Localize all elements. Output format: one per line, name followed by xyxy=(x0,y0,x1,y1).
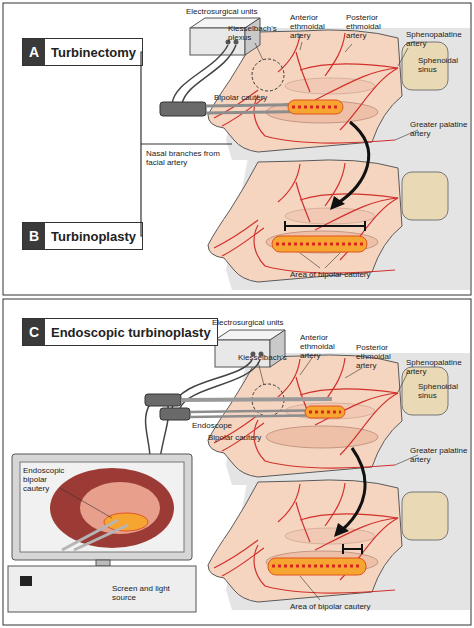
dimension-tick xyxy=(364,221,366,231)
part-label: Anterior ethmoidal artery xyxy=(290,13,336,40)
part-label: Endoscope xyxy=(192,421,252,430)
leader-line xyxy=(300,253,320,268)
monitor-screen xyxy=(20,462,184,552)
leader-line xyxy=(398,48,408,66)
part-label: Area of bipolar cautery xyxy=(290,602,400,611)
curved-arrow xyxy=(338,122,369,203)
cable xyxy=(146,404,150,458)
part-label: Sphenoidal sinus xyxy=(418,382,466,400)
leader-line xyxy=(60,488,112,518)
panel-letter: C xyxy=(23,319,45,345)
panel-letter: B xyxy=(23,223,45,249)
leader-lines xyxy=(255,42,418,268)
leader-line xyxy=(300,358,312,375)
leader-line xyxy=(300,576,320,600)
dimension-tick xyxy=(284,221,286,231)
power-button xyxy=(20,576,32,586)
panel-tag-box: ATurbinectomy xyxy=(22,38,143,66)
cautery-marks xyxy=(276,243,364,246)
part-label: Sphenopalatine artery xyxy=(406,30,466,48)
part-label: Bipolar cautery xyxy=(214,93,284,102)
part-label: Bipolar cautery xyxy=(208,433,278,442)
bracket-line xyxy=(141,52,143,236)
panel-border xyxy=(3,299,471,625)
part-label: Sphenoidal sinus xyxy=(418,56,466,74)
kiesselbach-circle xyxy=(252,59,284,91)
part-label: Area of bipolar cautery xyxy=(290,270,400,279)
leader-line xyxy=(300,42,302,50)
light-source-box xyxy=(8,566,196,612)
panel-letter: A xyxy=(23,39,45,65)
part-label: Greater palatine artery xyxy=(410,446,468,464)
part-label: Sphenopalatine artery xyxy=(406,358,466,376)
cautery-area xyxy=(268,558,366,575)
bracket-stub xyxy=(141,143,232,144)
nasal-section xyxy=(208,478,470,610)
dimension-bar xyxy=(285,225,365,227)
part-label: Screen and light source xyxy=(112,584,192,602)
instrument-tip xyxy=(74,525,128,550)
part-label: Posterior ethmoidal artery xyxy=(356,343,400,370)
endoscopic-view xyxy=(50,468,174,548)
part-label: Kiesselbach's plexus xyxy=(228,24,276,42)
part-label: Electrosurgical units xyxy=(186,7,276,16)
dimension-bar xyxy=(343,548,362,550)
dimension-tick xyxy=(361,544,363,554)
panel-border xyxy=(3,3,471,295)
cautery-area xyxy=(104,513,148,531)
panel-tag-box: BTurbinoplasty xyxy=(22,222,143,250)
monitor-neck xyxy=(96,560,110,566)
part-label: Anterior ethmoidal artery xyxy=(300,333,346,360)
leader-line xyxy=(345,44,352,52)
curved-arrow xyxy=(342,448,365,530)
panel-title: Endoscopic turbinoplasty xyxy=(45,319,217,345)
mucosa xyxy=(80,482,160,534)
panel-title: Turbinectomy xyxy=(45,39,142,65)
dimension-tick xyxy=(342,544,344,554)
cautery-marks xyxy=(309,411,341,414)
panel-tag-box: CEndoscopic turbinoplasty xyxy=(22,318,218,346)
cautery-area xyxy=(288,100,343,114)
cautery-marks xyxy=(292,106,340,109)
part-label: Posterior ethmoidal artery xyxy=(346,13,390,40)
endoscope-rod xyxy=(181,399,332,400)
leader-line xyxy=(325,253,340,268)
monitor-frame xyxy=(12,454,192,560)
part-label: Nasal branches from facial artery xyxy=(146,149,230,167)
cautery-handle xyxy=(160,408,190,420)
bracket-connector xyxy=(141,52,143,236)
panel-title: Turbinoplasty xyxy=(45,223,142,249)
arrow-head xyxy=(334,523,349,537)
leader-lines xyxy=(258,358,418,600)
leader-line xyxy=(258,362,264,385)
endoscope-handle xyxy=(145,394,181,406)
part-label: Electrosurgical units xyxy=(212,318,302,327)
cautery-area xyxy=(305,406,345,418)
part-label: Greater palatine artery xyxy=(410,120,468,138)
nasal-section xyxy=(208,158,470,290)
arrow-head xyxy=(330,196,345,210)
part-label: Endoscopic bipolar cautery xyxy=(23,466,69,493)
cautery-marks xyxy=(272,565,362,568)
part-label: Kiesselbach's xyxy=(238,353,298,362)
leader-line xyxy=(255,43,263,60)
cautery-area xyxy=(272,236,367,252)
cautery-handle xyxy=(160,102,206,116)
